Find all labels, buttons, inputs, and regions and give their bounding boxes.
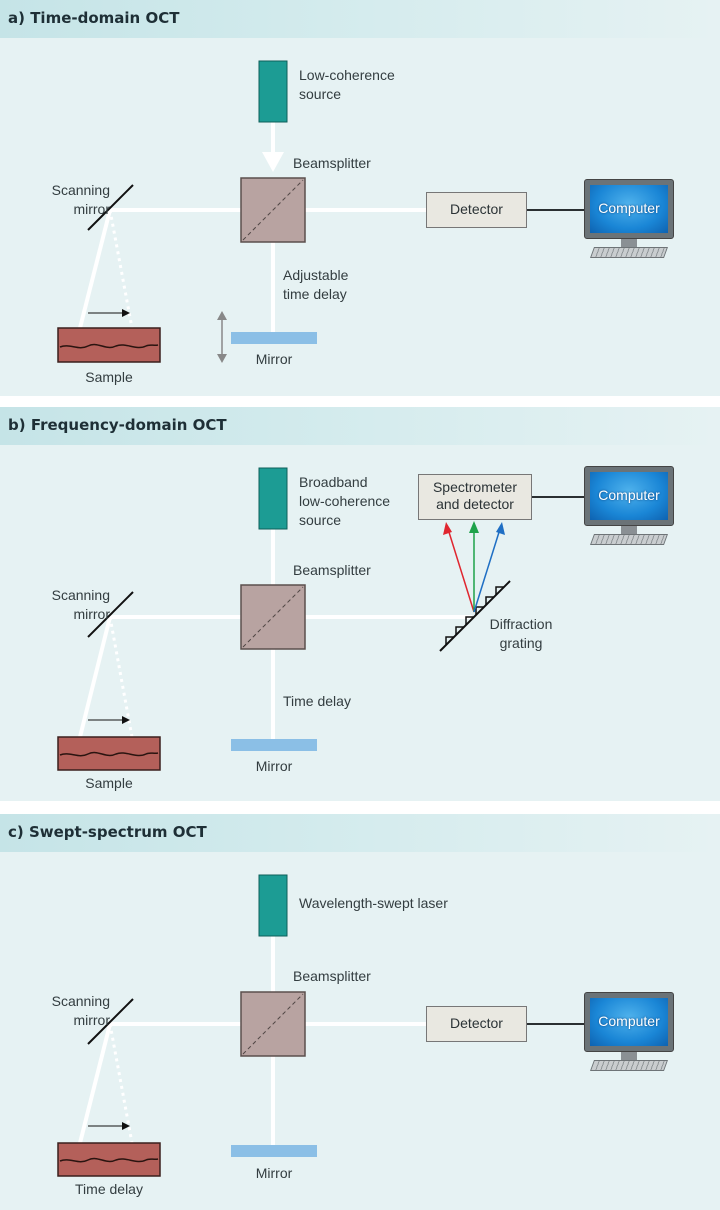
sample xyxy=(57,1142,161,1177)
sample-tissue-line xyxy=(59,1157,159,1163)
keyboard xyxy=(589,534,669,545)
scan-beam-dotted xyxy=(108,1023,134,1144)
blue-arrowhead xyxy=(496,522,505,535)
detector-label: Detector xyxy=(450,1015,503,1031)
time-delay-label: Time delay xyxy=(283,693,351,709)
detector-label: Detector xyxy=(450,201,503,217)
beamsplitter-label: Beamsplitter xyxy=(293,968,371,984)
beam-arrowhead xyxy=(262,152,284,172)
scan-beam-dotted xyxy=(108,209,134,329)
mirror-label: Mirror xyxy=(255,758,293,774)
sample-label: Sample xyxy=(85,369,133,385)
spectrometer-label: Spectrometer and detector xyxy=(432,479,518,512)
computer: Computer xyxy=(584,179,674,263)
computer-screen: Computer xyxy=(590,998,668,1046)
panel-swept-spectrum-oct: c) Swept-spectrum OCT Wavelength-swept l… xyxy=(0,814,720,1210)
broadband-source xyxy=(258,467,288,530)
time-delay-label: Adjustable time delay xyxy=(283,267,349,302)
computer-label: Computer xyxy=(598,1013,660,1029)
computer-screen: Computer xyxy=(590,185,668,233)
beamsplitter-label: Beamsplitter xyxy=(293,562,371,578)
diffraction-grating xyxy=(439,580,511,652)
panel-title: a) Time-domain OCT xyxy=(8,9,180,27)
scanning-mirror-label: Scanning mirror xyxy=(51,587,110,622)
source-label: Low-coherence source xyxy=(299,67,395,102)
panel-header: a) Time-domain OCT xyxy=(0,0,720,38)
scan-arrowhead xyxy=(122,1122,130,1130)
reference-mirror xyxy=(231,739,317,751)
reference-mirror xyxy=(231,332,317,344)
computer-stand xyxy=(621,239,637,247)
sample-tissue-line xyxy=(59,343,159,349)
scan-beam-solid xyxy=(78,616,112,738)
source-label: Broadband low-coherence source xyxy=(299,474,391,528)
computer-stand xyxy=(621,526,637,534)
beamsplitter-diagonal xyxy=(242,586,304,648)
sample-label: Time delay xyxy=(75,1181,143,1197)
source-label: Wavelength-swept laser xyxy=(299,895,448,911)
mirror-label: Mirror xyxy=(255,1165,293,1181)
scanning-mirror xyxy=(87,998,134,1045)
scanning-mirror xyxy=(87,184,134,231)
spectrometer-box: Spectrometer and detector xyxy=(418,474,532,520)
beamsplitter-diagonal xyxy=(242,179,304,241)
keyboard xyxy=(589,1060,669,1071)
sample xyxy=(57,736,161,771)
computer: Computer xyxy=(584,466,674,550)
red-arrowhead xyxy=(443,522,452,535)
sample-label: Sample xyxy=(85,775,133,791)
computer-label: Computer xyxy=(598,487,660,503)
red-ray xyxy=(447,528,475,613)
scanning-mirror-label: Scanning mirror xyxy=(51,182,110,217)
grating-label: Diffraction grating xyxy=(489,616,553,651)
panel-header: b) Frequency-domain OCT xyxy=(0,407,720,445)
optical-layout xyxy=(57,60,584,363)
beamsplitter-diagonal xyxy=(242,993,304,1055)
scan-arrowhead xyxy=(122,716,130,724)
computer-monitor: Computer xyxy=(584,179,674,239)
panel-time-domain-oct: a) Time-domain OCT Low-coherence source … xyxy=(0,0,720,396)
wavelength-swept-laser xyxy=(258,874,288,937)
scan-arrowhead xyxy=(122,309,130,317)
beamsplitter-label: Beamsplitter xyxy=(293,155,371,171)
panel-title: b) Frequency-domain OCT xyxy=(8,416,227,434)
blue-ray xyxy=(473,528,501,613)
scan-beam-dotted xyxy=(108,616,134,738)
keyboard xyxy=(589,247,669,258)
computer: Computer xyxy=(584,992,674,1076)
computer-label: Computer xyxy=(598,200,660,216)
computer-monitor: Computer xyxy=(584,992,674,1052)
detector-box: Detector xyxy=(426,1006,527,1042)
optical-layout xyxy=(57,874,584,1177)
panel-header: c) Swept-spectrum OCT xyxy=(0,814,720,852)
scan-beam-solid xyxy=(78,1023,112,1144)
computer-screen: Computer xyxy=(590,472,668,520)
scan-beam-solid xyxy=(78,209,112,329)
reference-mirror xyxy=(231,1145,317,1157)
computer-monitor: Computer xyxy=(584,466,674,526)
adjust-arrowhead-down xyxy=(217,354,227,363)
optical-layout xyxy=(57,467,584,771)
scanning-mirror-label: Scanning mirror xyxy=(51,993,110,1028)
sample xyxy=(57,327,161,363)
low-coherence-source xyxy=(258,60,288,123)
mirror-label: Mirror xyxy=(255,351,293,367)
scanning-mirror xyxy=(87,591,134,638)
green-arrowhead xyxy=(469,521,479,533)
panel-frequency-domain-oct: b) Frequency-domain OCT Broadband low-co… xyxy=(0,407,720,801)
adjust-arrowhead-up xyxy=(217,311,227,320)
detector-box: Detector xyxy=(426,192,527,228)
panel-title: c) Swept-spectrum OCT xyxy=(8,823,207,841)
computer-stand xyxy=(621,1052,637,1060)
sample-tissue-line xyxy=(59,751,159,757)
